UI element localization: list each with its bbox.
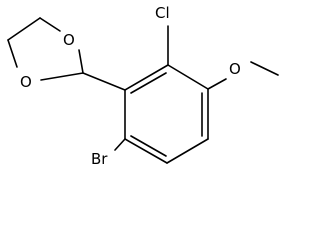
atom-label-o1: O <box>63 31 75 49</box>
bond-o-methyl <box>250 61 279 76</box>
bond-c5-o3 <box>7 39 18 68</box>
ring-bond-c4-c5 <box>166 138 209 164</box>
ring-bond-c2-c3 <box>167 64 209 90</box>
atom-label-o3: O <box>20 73 32 91</box>
dioxolane-ring <box>7 17 84 81</box>
bond-o3-c2 <box>40 72 84 81</box>
benzene-ring <box>124 64 209 164</box>
bond-c4-c5 <box>7 17 41 41</box>
bond-o1-c2 <box>78 49 84 74</box>
ring-bond-c5-c6 <box>124 138 168 164</box>
bond-aryl-br <box>114 138 126 151</box>
chemical-structure-diagram: O O Cl O Br <box>7 4 279 168</box>
ring-bond-c1-c2 <box>124 64 169 91</box>
bond-acetal-aryl <box>82 72 126 91</box>
bond-aryl-o-methoxy <box>207 78 227 90</box>
bond-c4-o1 <box>39 17 61 32</box>
atom-label-bromine: Br <box>91 150 108 168</box>
atom-label-methoxy-oxygen: O <box>229 60 241 78</box>
atom-label-chlorine: Cl <box>155 4 170 22</box>
ring-bond-c5-c6-inner <box>130 135 167 157</box>
ring-bond-c1-c2-inner <box>130 72 167 94</box>
